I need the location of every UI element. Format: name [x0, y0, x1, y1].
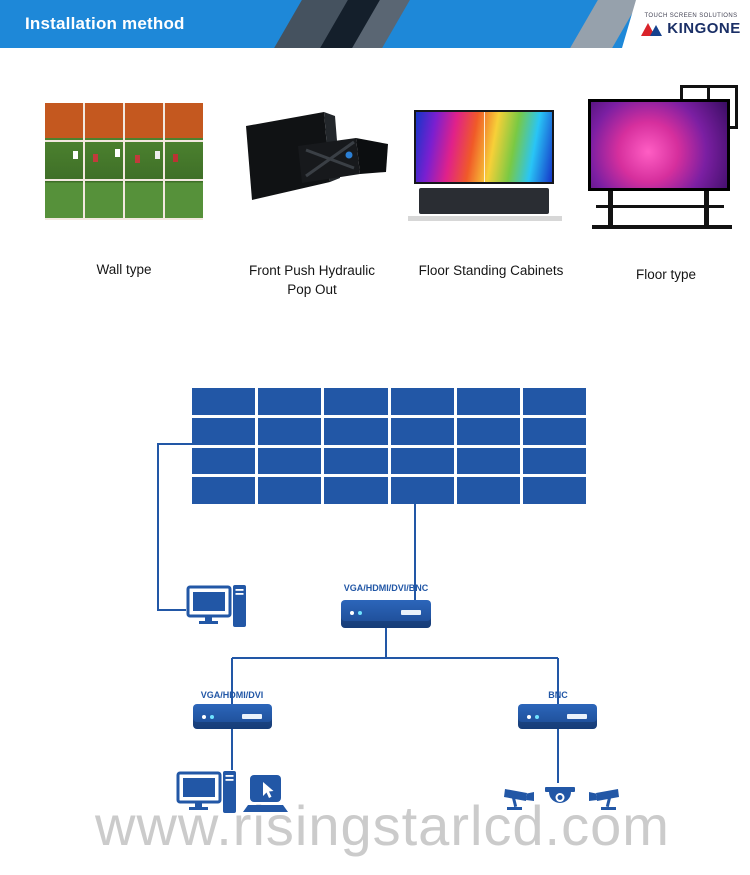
controller-label: VGA/HDMI/DVI/BNC [343, 583, 429, 593]
video-wall-panel [258, 417, 322, 445]
product-image-floor-type [588, 85, 740, 231]
header-bar: Installation method TOUCH SCREEN SOLUTIO… [0, 0, 750, 48]
video-wall-panel [324, 417, 388, 445]
page-title: Installation method [25, 14, 185, 33]
monitor-icon [176, 771, 236, 813]
laptop-icon [243, 775, 288, 812]
cctv-camera-left-icon [504, 789, 534, 810]
video-wall-panel [522, 477, 586, 504]
video-wall-panel [192, 388, 256, 415]
stand-base [592, 225, 732, 229]
product-image-wall-type [45, 103, 203, 220]
video-wall-panel [456, 477, 520, 504]
video-wall-panel [324, 477, 388, 504]
video-wall-panel [258, 447, 322, 475]
right-source-box [518, 704, 597, 729]
video-wall-panel [522, 447, 586, 475]
product-image-floor-standing-cabinet [408, 110, 562, 222]
watermark-text: www.risingstarlcd.com [95, 794, 670, 857]
brand-logo-panel: TOUCH SCREEN SOLUTIONS KINGONE [622, 0, 750, 48]
video-wall-panel [390, 477, 454, 504]
video-wall-panel [456, 388, 520, 415]
video-wall-panel [192, 417, 256, 445]
video-wall-panel [324, 447, 388, 475]
kingone-logo-icon [641, 22, 663, 36]
video-wall-grid [192, 388, 586, 504]
floor-shadow [408, 216, 562, 221]
product-caption-floor-type: Floor type [635, 267, 697, 282]
video-wall-controller-box [341, 600, 431, 628]
desktop-computer-icon [186, 585, 246, 627]
video-wall-panel [390, 388, 454, 415]
stand-leg [704, 191, 709, 227]
right-source-label: BNC [548, 690, 568, 700]
video-wall-panel [522, 417, 586, 445]
left-source-box [193, 704, 272, 729]
video-wall-panel [456, 447, 520, 475]
video-wall-panel [390, 417, 454, 445]
video-wall-panel [324, 388, 388, 415]
stand-crossbar [596, 205, 724, 208]
brand-name: KINGONE [667, 19, 741, 37]
stand-leg [608, 191, 613, 227]
cctv-camera-right-icon [589, 789, 619, 810]
video-wall-panel [456, 417, 520, 445]
cabinet-screen [414, 110, 554, 184]
product-caption-floor-standing: Floor Standing Cabinets [418, 263, 564, 278]
video-wall-panel [522, 388, 586, 415]
video-wall-panel [192, 477, 256, 504]
video-wall-panel [390, 447, 454, 475]
product-caption-front-push: Front Push Hydraulic Pop Out [248, 263, 376, 298]
video-wall-panel [258, 477, 322, 504]
video-wall-panel [258, 388, 322, 415]
video-wall-panel [192, 447, 256, 475]
cabinet-base [419, 188, 549, 214]
floor-type-screen [588, 99, 730, 191]
brand-tagline: TOUCH SCREEN SOLUTIONS [644, 12, 738, 19]
left-source-label: VGA/HDMI/DVI [200, 690, 264, 700]
dome-camera-icon [545, 787, 575, 803]
product-caption-wall-type: Wall type [96, 262, 152, 277]
product-image-front-push-bracket [246, 112, 388, 200]
